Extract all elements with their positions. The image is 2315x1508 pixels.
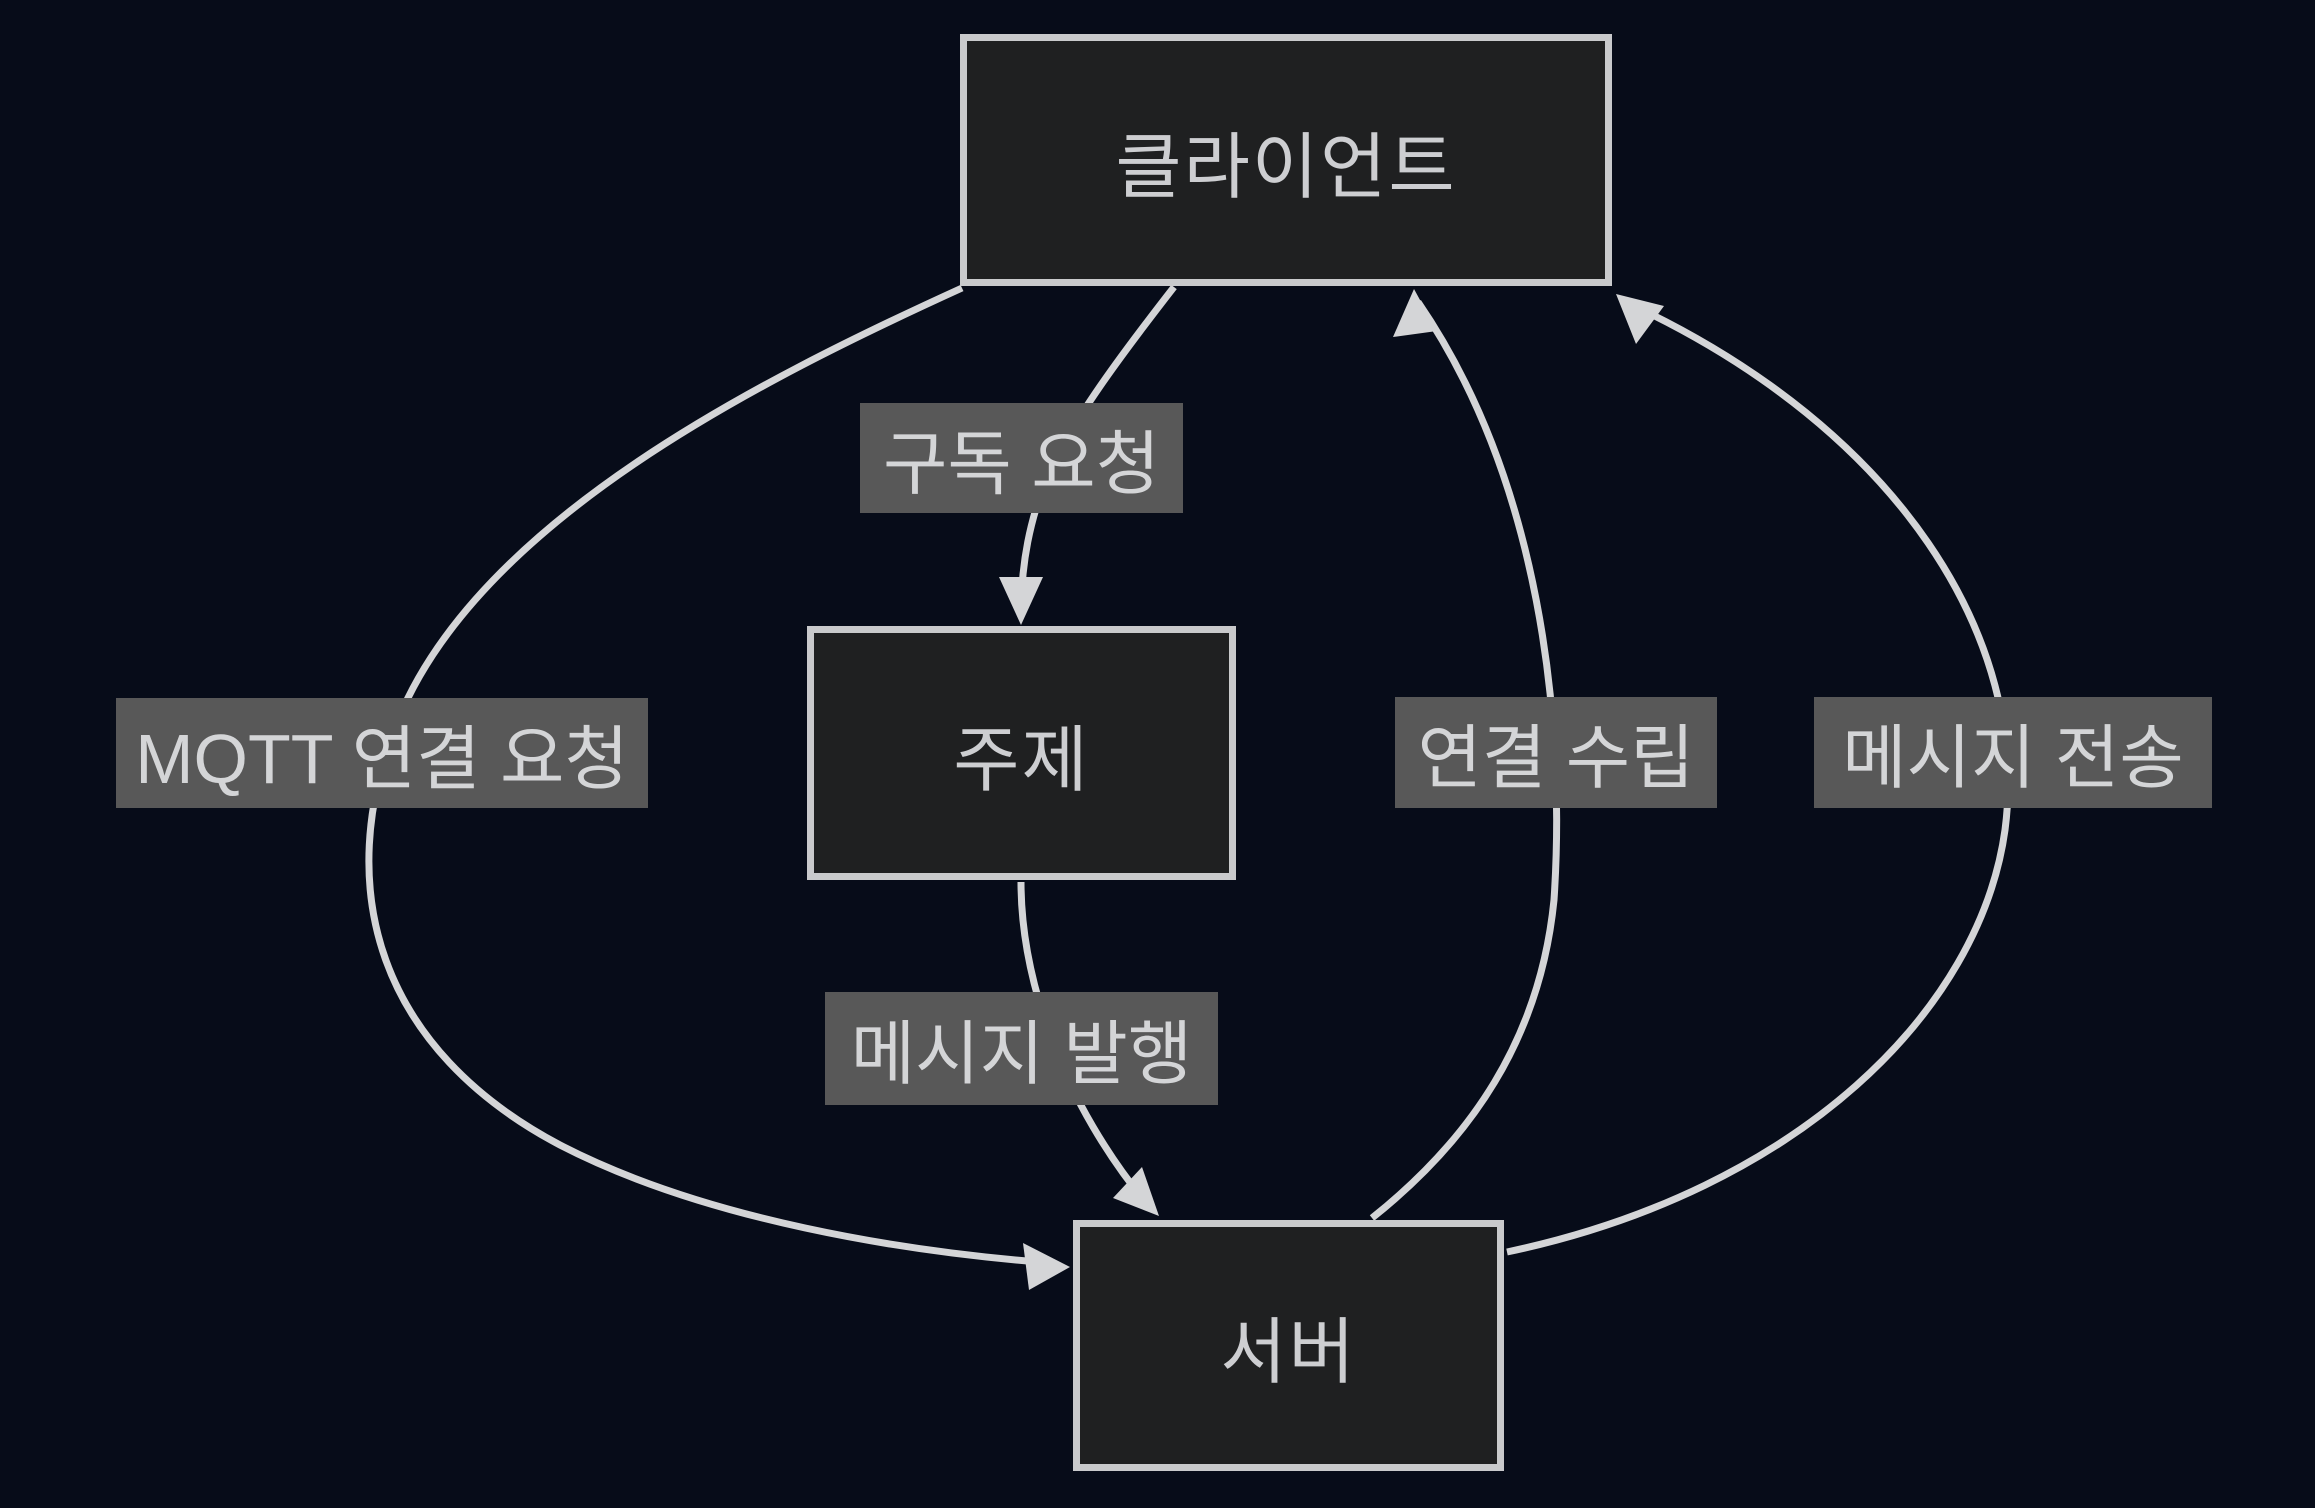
node-server-label: 서버 [1220,1313,1357,1393]
edge-label-message-publish-text: 메시지 발행 [850,1015,1193,1093]
edge-label-mqtt-connect-request: MQTT 연결 요청 [116,698,648,808]
arrowhead-message-publish-icon [1113,1167,1159,1216]
node-server: 서버 [1073,1220,1504,1471]
edge-label-message-send: 메시지 전송 [1814,697,2212,808]
arrowhead-subscribe-request-icon [999,577,1043,625]
node-client: 클라이언트 [960,34,1612,286]
edge-label-subscribe-request: 구독 요청 [860,403,1183,513]
arrowhead-mqtt-connect-request-icon [1023,1243,1070,1290]
edge-mqtt-connect-request [365,284,1053,1267]
node-client-label: 클라이언트 [1115,127,1457,208]
edge-label-message-send-text: 메시지 전송 [1842,719,2184,797]
node-topic: 주제 [807,626,1236,880]
edge-label-connection-established-text: 연결 수립 [1417,719,1695,797]
node-topic-label: 주제 [953,720,1090,801]
edge-message-send [1506,300,2012,1256]
edge-connection-established [1369,300,1561,1221]
edge-label-connection-established: 연결 수립 [1395,697,1717,808]
edge-label-subscribe-request-text: 구독 요청 [882,424,1161,503]
arrowhead-connection-established-icon [1393,289,1437,337]
edge-label-mqtt-connect-request-text: MQTT 연결 요청 [135,719,629,798]
edge-label-message-publish: 메시지 발행 [825,992,1218,1105]
arrowhead-message-send-icon [1616,294,1664,344]
